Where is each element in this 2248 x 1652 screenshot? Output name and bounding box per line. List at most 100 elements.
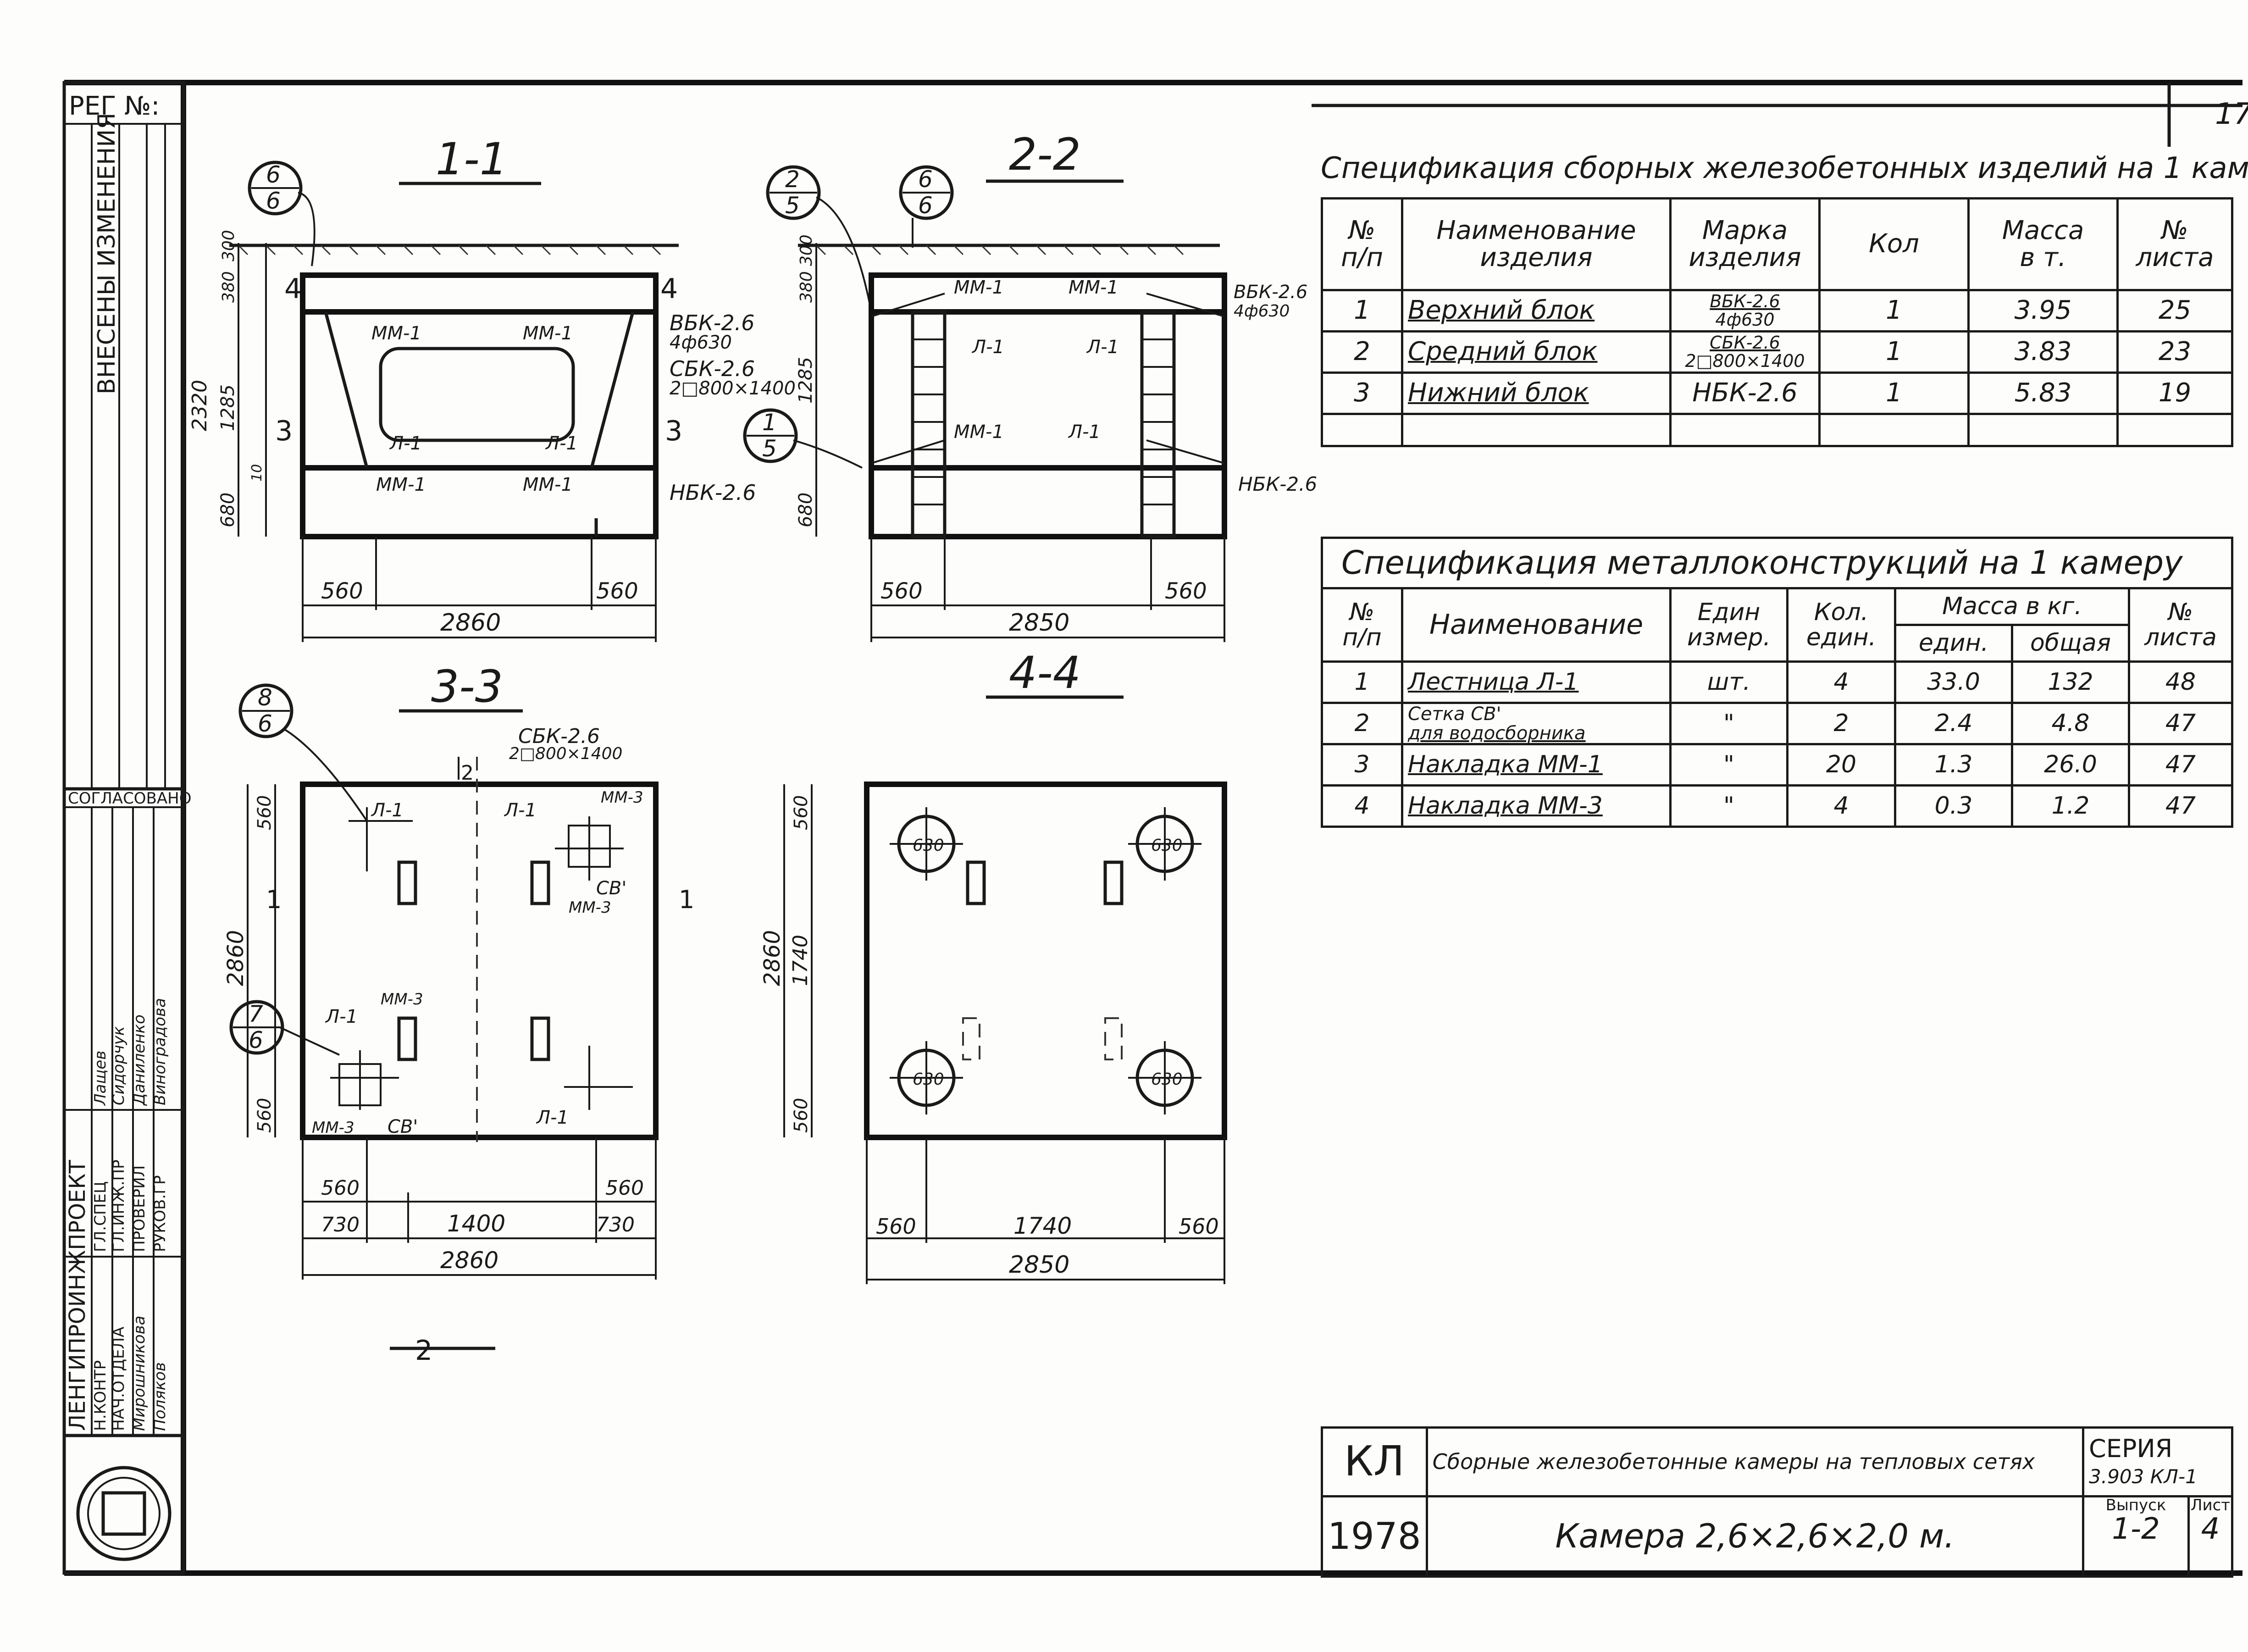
callout-8-6: 8 6 xyxy=(238,683,368,822)
svg-text:6: 6 xyxy=(918,166,933,193)
name-1: Лащев xyxy=(91,1051,110,1106)
manhole-openings xyxy=(890,807,1202,1114)
svg-text:560: 560 xyxy=(254,795,275,830)
svg-text:4ф630: 4ф630 xyxy=(670,332,732,353)
title-block: КЛ Сборные железобетонные камеры на тепл… xyxy=(1321,1426,2233,1578)
table-row: 3 Нижний блок НБК-2.6 1 5.83 19 xyxy=(1321,371,2233,415)
name-3: Даниленко xyxy=(130,1014,149,1106)
svg-text:1285: 1285 xyxy=(217,384,238,431)
role-6: НАЧ.ОТДЕЛА xyxy=(110,1327,128,1431)
svg-text:380: 380 xyxy=(797,271,816,303)
svg-text:Л-1: Л-1 xyxy=(536,1107,569,1128)
agreed-label: СОГЛАСОВАНО xyxy=(68,789,191,808)
section-1-1-title: 1-1 xyxy=(436,133,508,185)
role-5: Н.КОНТР xyxy=(91,1360,110,1431)
svg-text:560: 560 xyxy=(880,578,923,604)
svg-text:НБК-2.6: НБК-2.6 xyxy=(670,480,756,505)
svg-text:560: 560 xyxy=(1165,578,1207,604)
svg-text:560: 560 xyxy=(596,578,638,604)
svg-text:300: 300 xyxy=(797,234,816,266)
svg-text:2□800×1400: 2□800×1400 xyxy=(670,378,796,399)
svg-text:2: 2 xyxy=(415,1335,432,1367)
svg-text:630: 630 xyxy=(1151,836,1183,855)
svg-text:630: 630 xyxy=(913,836,944,855)
svg-text:ММ-3: ММ-3 xyxy=(381,990,423,1009)
section-3-3: 3-3 8 6 7 6 СБК-2.6 2□800×1400 2 2 1 1 xyxy=(223,661,694,1367)
svg-text:7: 7 xyxy=(249,1001,263,1027)
svg-text:Л-1: Л-1 xyxy=(325,1006,358,1027)
section-4-4-title: 4-4 xyxy=(1009,647,1081,698)
svg-text:СБК-2.6: СБК-2.6 xyxy=(670,356,755,381)
svg-text:560: 560 xyxy=(876,1214,916,1239)
section-3-3-title: 3-3 xyxy=(431,661,503,712)
svg-text:6: 6 xyxy=(266,188,281,214)
svg-text:ВБК-2.6: ВБК-2.6 xyxy=(1234,282,1307,303)
svg-text:2□800×1400: 2□800×1400 xyxy=(509,744,622,763)
svg-text:2850: 2850 xyxy=(1009,609,1069,637)
svg-text:560: 560 xyxy=(791,1098,812,1133)
svg-text:6: 6 xyxy=(258,710,272,737)
svg-text:СВ': СВ' xyxy=(388,1116,418,1137)
svg-text:ММ-1: ММ-1 xyxy=(376,474,426,495)
svg-text:6: 6 xyxy=(249,1027,263,1053)
role-1: ГЛ.СПЕЦ xyxy=(91,1181,110,1252)
svg-text:Л-1: Л-1 xyxy=(1086,337,1119,358)
svg-text:Л-1: Л-1 xyxy=(1068,421,1101,443)
svg-text:Л-1: Л-1 xyxy=(389,433,422,454)
sheet-number: 17 xyxy=(2215,97,2248,131)
svg-text:2860: 2860 xyxy=(759,930,785,986)
table-row: 3 Накладка ММ-1 " 20 1.3 26.0 47 xyxy=(1321,743,2233,787)
svg-text:560: 560 xyxy=(321,578,363,604)
svg-text:630: 630 xyxy=(913,1070,944,1089)
spec-metal-title: Спецификация металлоконструкций на 1 кам… xyxy=(1321,537,2233,589)
svg-text:1740: 1740 xyxy=(1013,1213,1072,1239)
svg-text:2860: 2860 xyxy=(440,609,501,637)
svg-text:Л-1: Л-1 xyxy=(971,337,1004,358)
svg-text:1400: 1400 xyxy=(447,1210,505,1237)
svg-text:5: 5 xyxy=(762,435,777,462)
role-2: ГЛ.ИНЖ.ПР xyxy=(110,1159,128,1252)
svg-text:ММ-1: ММ-1 xyxy=(523,474,573,495)
svg-text:ММ-1: ММ-1 xyxy=(1069,277,1118,298)
svg-text:ММ-1: ММ-1 xyxy=(371,323,421,344)
svg-text:Л-1: Л-1 xyxy=(371,800,404,821)
svg-text:2320: 2320 xyxy=(188,380,211,431)
svg-text:ММ-1: ММ-1 xyxy=(954,277,1004,298)
svg-text:3: 3 xyxy=(665,415,682,447)
svg-text:380: 380 xyxy=(219,271,238,303)
reg-label: РЕГ №: xyxy=(69,91,160,121)
stamp-issue: Выпуск 1-2 Лист 4 xyxy=(2082,1495,2233,1578)
role-4: РУКОВ.ГР xyxy=(151,1175,169,1253)
stamp-project-title: Сборные железобетонные камеры на тепловы… xyxy=(1425,1426,2085,1497)
svg-text:ММ-3: ММ-3 xyxy=(569,898,611,917)
svg-text:730: 730 xyxy=(321,1213,360,1236)
changes-note: ВНЕСЕНЫ ИЗМЕНЕНИЯ xyxy=(93,113,121,394)
svg-text:СВ': СВ' xyxy=(596,878,626,899)
callout-7-6: 7 6 xyxy=(229,1000,340,1056)
svg-text:4: 4 xyxy=(284,273,302,305)
svg-text:НБК-2.6: НБК-2.6 xyxy=(1238,473,1317,495)
callout-6-6-b: 6 6 xyxy=(899,165,954,248)
section-4-4: 4-4 630 630 630 630 560 2860 1740 560 56… xyxy=(759,647,1227,1284)
callout-2-5: 2 5 xyxy=(766,165,872,312)
svg-text:5: 5 xyxy=(785,192,800,219)
svg-text:4ф630: 4ф630 xyxy=(1234,302,1290,321)
svg-text:Л-1: Л-1 xyxy=(545,433,578,454)
svg-text:6: 6 xyxy=(918,192,933,219)
svg-text:ММ-3: ММ-3 xyxy=(312,1119,354,1137)
section-2-2-title: 2-2 xyxy=(1009,129,1081,180)
callout-6-6: 6 6 xyxy=(248,161,316,266)
table-row: 1 Лестница Л-1 шт. 4 33.0 132 48 xyxy=(1321,660,2233,704)
hdr-qty: Кол xyxy=(1818,197,1970,291)
table-row: 2 Сетка СВ'для водосборника " 2 2.4 4.8 … xyxy=(1321,702,2233,745)
svg-text:560: 560 xyxy=(321,1176,360,1200)
svg-text:2: 2 xyxy=(461,761,474,785)
svg-text:560: 560 xyxy=(791,795,812,830)
callout-1-5: 1 5 xyxy=(743,408,863,469)
svg-text:680: 680 xyxy=(217,493,238,527)
svg-text:560: 560 xyxy=(1179,1214,1219,1239)
